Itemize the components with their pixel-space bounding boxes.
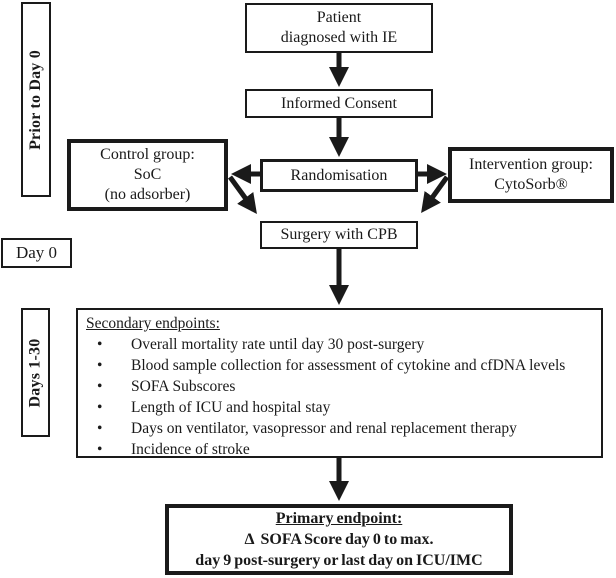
randomisation-text: Randomisation <box>290 166 388 184</box>
patient-line-2: diagnosed with IE <box>280 29 398 46</box>
primary-line-1: Δ SOFA Score day 0 to max. <box>244 531 434 548</box>
informed-consent-text: Informed Consent <box>281 94 397 112</box>
intervention-group-node: Intervention group: CytoSorb® <box>448 147 614 203</box>
bullet-icon: • <box>97 336 103 353</box>
stage-label-day-0: Day 0 <box>1 238 72 268</box>
patient-node-text: Patient diagnosed with IE <box>281 8 397 48</box>
list-item: • Incidence of stroke <box>86 439 595 460</box>
informed-consent-node: Informed Consent <box>245 89 433 118</box>
surgery-text: Surgery with CPB <box>280 226 398 243</box>
secondary-bullet-6: Incidence of stroke <box>131 441 250 458</box>
randomisation-node: Randomisation <box>260 159 418 192</box>
secondary-bullet-1: Overall mortality rate until day 30 post… <box>131 336 425 353</box>
list-item: • Length of ICU and hospital stay <box>86 397 595 418</box>
primary-endpoint-heading: Primary endpoint: <box>275 510 403 527</box>
bullet-icon: • <box>97 378 103 395</box>
secondary-bullet-4: Length of ICU and hospital stay <box>131 399 331 416</box>
intervention-line-2: CytoSorb® <box>494 176 568 193</box>
bullet-icon: • <box>97 420 103 437</box>
patient-line-1: Patient <box>316 9 362 26</box>
bullet-icon: • <box>97 357 103 374</box>
control-line-2: SoC <box>133 166 162 183</box>
primary-line-2: day 9 post-surgery or last day on ICU/IM… <box>195 552 483 569</box>
list-item: • Days on ventilator, vasopressor and re… <box>86 418 595 439</box>
stage-label-prior-text: Prior to Day 0 <box>27 49 45 150</box>
stage-label-prior-to-day-0: Prior to Day 0 <box>21 2 51 197</box>
arrow-control-to-surgery <box>227 175 257 215</box>
arrow-intervention-to-surgery <box>421 175 450 214</box>
intervention-line-1: Intervention group: <box>469 156 593 173</box>
list-item: • Blood sample collection for assessment… <box>86 355 595 376</box>
secondary-bullet-3: SOFA Subscores <box>131 378 236 395</box>
stage-label-days-1-30: Days 1-30 <box>21 308 50 437</box>
secondary-endpoints-node: Secondary endpoints: • Overall mortality… <box>76 308 603 458</box>
control-line-3: (no adsorber) <box>104 186 191 203</box>
bullet-icon: • <box>97 399 103 416</box>
list-item: • Overall mortality rate until day 30 po… <box>86 334 595 355</box>
bullet-icon: • <box>97 441 103 458</box>
control-group-node: Control group: SoC (no adsorber) <box>67 139 228 211</box>
primary-endpoint-node: Primary endpoint: Δ SOFA Score day 0 to … <box>165 504 513 575</box>
secondary-endpoints-heading: Secondary endpoints: <box>86 315 220 332</box>
stage-label-day0-text: Day 0 <box>15 243 58 263</box>
stage-label-days-text: Days 1-30 <box>26 338 44 407</box>
control-line-1: Control group: <box>100 146 195 163</box>
secondary-bullet-2: Blood sample collection for assessment o… <box>131 357 566 374</box>
control-node-text: Control group: SoC (no adsorber) <box>100 145 195 205</box>
surgery-cpb-node: Surgery with CPB <box>260 221 418 249</box>
secondary-bullet-5: Days on ventilator, vasopressor and rena… <box>131 420 517 437</box>
intervention-node-text: Intervention group: CytoSorb® <box>469 155 593 195</box>
list-item: • SOFA Subscores <box>86 376 595 397</box>
patient-diagnosed-node: Patient diagnosed with IE <box>245 3 433 53</box>
secondary-endpoints-list: • Overall mortality rate until day 30 po… <box>86 334 595 460</box>
